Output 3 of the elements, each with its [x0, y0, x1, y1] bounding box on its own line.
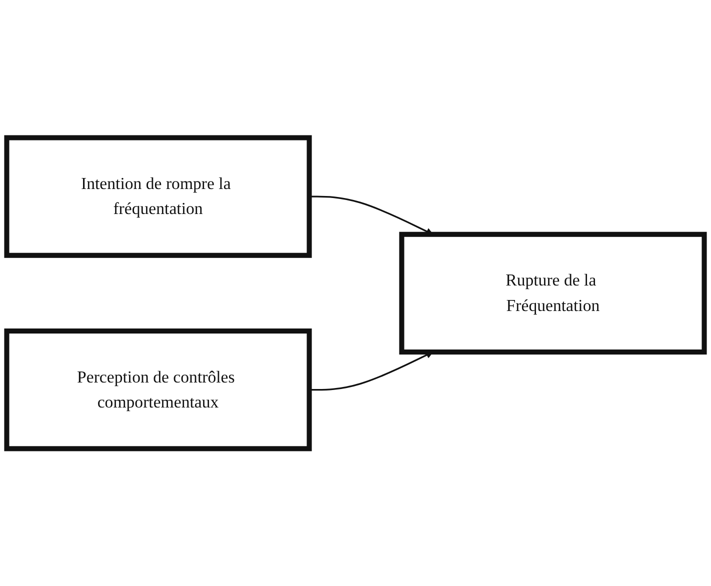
node-box: Perception de contrôles comportementaux	[4, 328, 312, 451]
node-box: Intention de rompre la fréquentation	[4, 135, 312, 258]
node-box: Rupture de la Fréquentation	[399, 232, 707, 354]
